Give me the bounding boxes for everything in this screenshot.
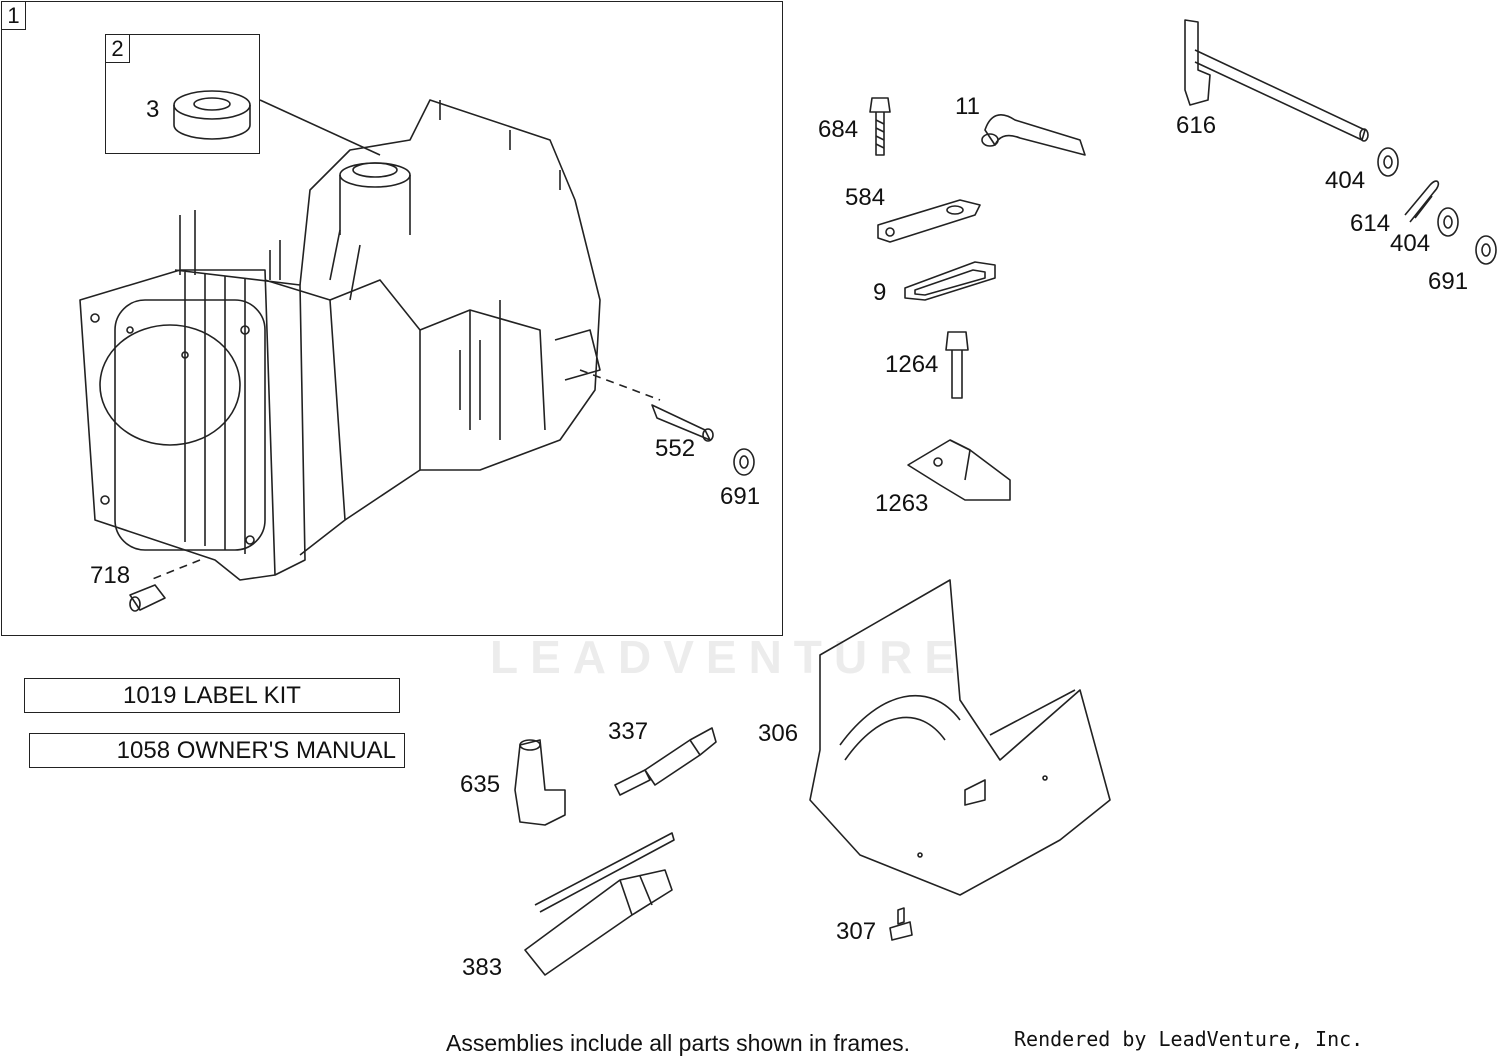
breather-cover-584-drawing [877,199,981,243]
part-number-635: 635 [460,771,501,798]
part-number-11: 11 [955,93,980,120]
watermark: LEADVENTURE [490,631,968,683]
dowel-pin-718-drawing [129,584,166,612]
part-number-614: 614 [1350,210,1391,237]
screw-307-drawing [889,907,913,941]
hair-pin-clip-614-drawing [1404,180,1440,223]
part-number-616: 616 [1176,112,1217,139]
dowel-pin-552-drawing [651,404,714,442]
footer-rendered-by: Rendered by LeadVenture, Inc. [1014,1027,1364,1051]
part-number-552: 552 [655,435,696,462]
part-number-718: 718 [90,562,131,589]
tool-383-drawing [524,832,675,976]
engine-block-drawing [79,99,601,581]
kit-owners-manual: 1058 OWNER'S MANUAL [29,733,405,768]
part-number-404: 404 [1390,230,1431,257]
spark-plug-337-drawing [614,727,717,796]
plate-1263-drawing [907,439,1011,501]
breather-hose-11-drawing [981,114,1086,156]
part-number-3: 3 [146,96,160,123]
part-number-383: 383 [462,954,503,981]
part-number-691: 691 [720,483,761,510]
part-number-337: 337 [608,718,649,745]
kit-label-kit: 1019 LABEL KIT [24,678,400,713]
washer-404a-drawing [1377,147,1399,177]
part-number-691: 691 [1428,268,1469,295]
part-number-404: 404 [1325,167,1366,194]
bolt-684-drawing [869,97,891,156]
part-number-684: 684 [818,116,859,143]
assembly-frame-2: 2 [105,34,260,154]
frame-number-2: 2 [106,35,130,63]
frame-number-1: 1 [2,2,26,30]
part-number-306: 306 [758,720,799,747]
washer-691b-drawing [1475,235,1497,265]
bolt-1264-drawing [945,331,969,399]
oil-seal-drawing [173,90,251,140]
governor-shaft-616-drawing [1184,19,1369,142]
footer-note: Assemblies include all parts shown in fr… [446,1030,911,1056]
part-number-1263: 1263 [875,490,929,517]
washer-404b-drawing [1437,207,1459,237]
part-number-307: 307 [836,918,877,945]
assembly-frame-1: 1 [1,1,783,636]
washer-691-drawing [733,448,755,476]
part-number-584: 584 [845,184,886,211]
terminal-635-drawing [514,739,566,826]
cooling-shroud-306-drawing [809,579,1111,896]
part-number-1264: 1264 [885,351,939,378]
part-number-9: 9 [873,279,887,306]
gasket-9-drawing [904,261,996,301]
